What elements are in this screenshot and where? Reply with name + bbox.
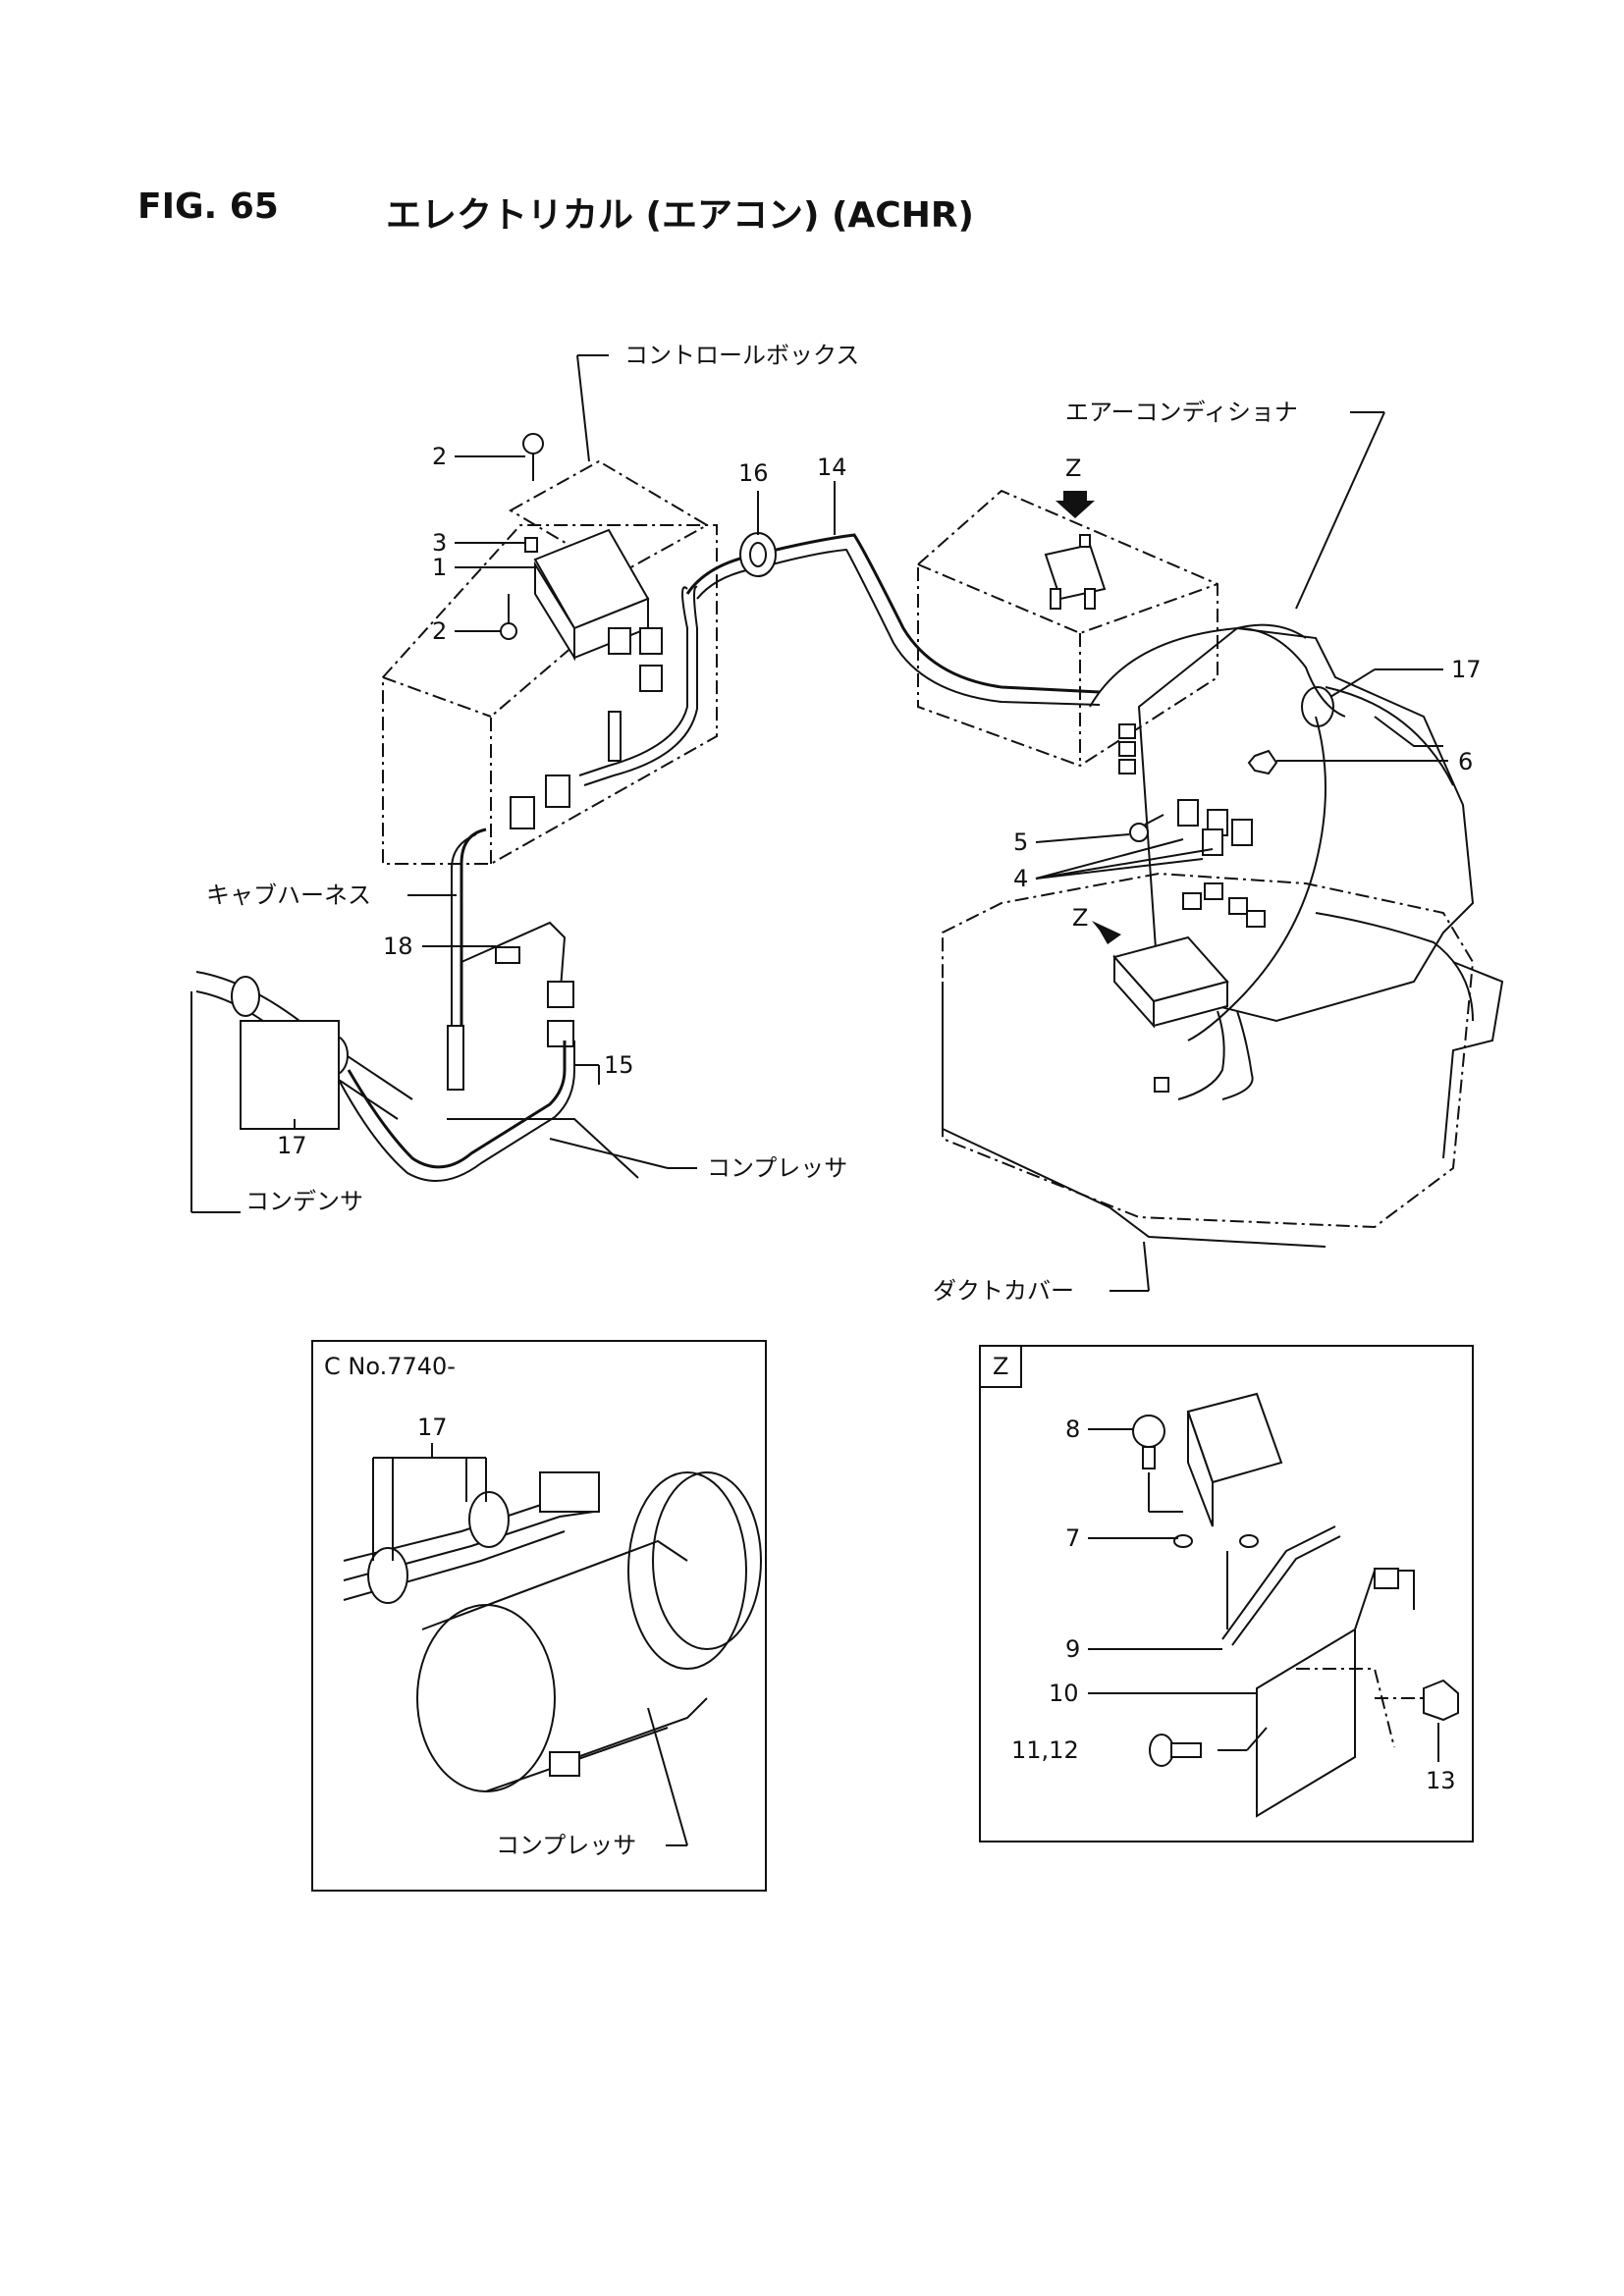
- harness-14: [685, 532, 1101, 706]
- inset-right-callout-8: 8: [1065, 1415, 1080, 1443]
- air-conditioner-drawing: [917, 489, 1475, 1041]
- callout-17-top: 17: [1451, 656, 1482, 683]
- inset-right-callout-13: 13: [1426, 1767, 1456, 1794]
- arrow-z-top: [1056, 491, 1095, 518]
- inset-view-z: [979, 1345, 1474, 1842]
- inset-right-callout-11-12: 11,12: [1011, 1736, 1079, 1764]
- label-compressor: コンプレッサ: [707, 1154, 847, 1182]
- callout-6: 6: [1458, 748, 1473, 775]
- inset-right-callout-7: 7: [1065, 1524, 1080, 1552]
- inset-right-callout-10: 10: [1049, 1680, 1079, 1707]
- label-air-conditioner: エアーコンディショナ: [1065, 399, 1298, 426]
- callout-4: 4: [1013, 865, 1028, 892]
- label-view-z-top: Z: [1065, 454, 1081, 482]
- control-box-drawing: [382, 433, 718, 865]
- callout-17-left: 17: [277, 1132, 307, 1159]
- callout-18: 18: [383, 933, 413, 960]
- callout-2-bottom: 2: [432, 617, 447, 645]
- inset-left-compressor: コンプレッサ: [496, 1832, 636, 1859]
- condenser-and-harness-drawing: [195, 828, 669, 1182]
- label-view-z-mid: Z: [1072, 904, 1088, 932]
- figure-number: FIG. 65: [137, 187, 279, 227]
- inset-compressor: [311, 1340, 767, 1892]
- figure-title: エレクトリカル (エアコン) (ACHR): [386, 195, 975, 236]
- callout-3: 3: [432, 529, 447, 557]
- callout-1: 1: [432, 554, 447, 581]
- callout-15: 15: [604, 1051, 634, 1079]
- label-condenser: コンデンサ: [245, 1188, 363, 1215]
- inset-left-title: C No.7740-: [324, 1353, 456, 1380]
- label-cab-harness: キャブハーネス: [206, 881, 371, 909]
- callout-5: 5: [1013, 828, 1028, 856]
- callout-16: 16: [738, 459, 769, 487]
- duct-cover-drawing: [942, 872, 1504, 1248]
- callout-14: 14: [817, 454, 847, 481]
- leader-lines: [190, 354, 1448, 1292]
- inset-left-callout-17: 17: [417, 1414, 448, 1441]
- inset-right-tag: Z: [993, 1353, 1008, 1380]
- label-duct-cover: ダクトカバー: [933, 1277, 1074, 1305]
- callout-2-top: 2: [432, 443, 447, 470]
- label-control-box: コントロールボックス: [624, 342, 859, 369]
- inset-right-callout-9: 9: [1065, 1635, 1080, 1663]
